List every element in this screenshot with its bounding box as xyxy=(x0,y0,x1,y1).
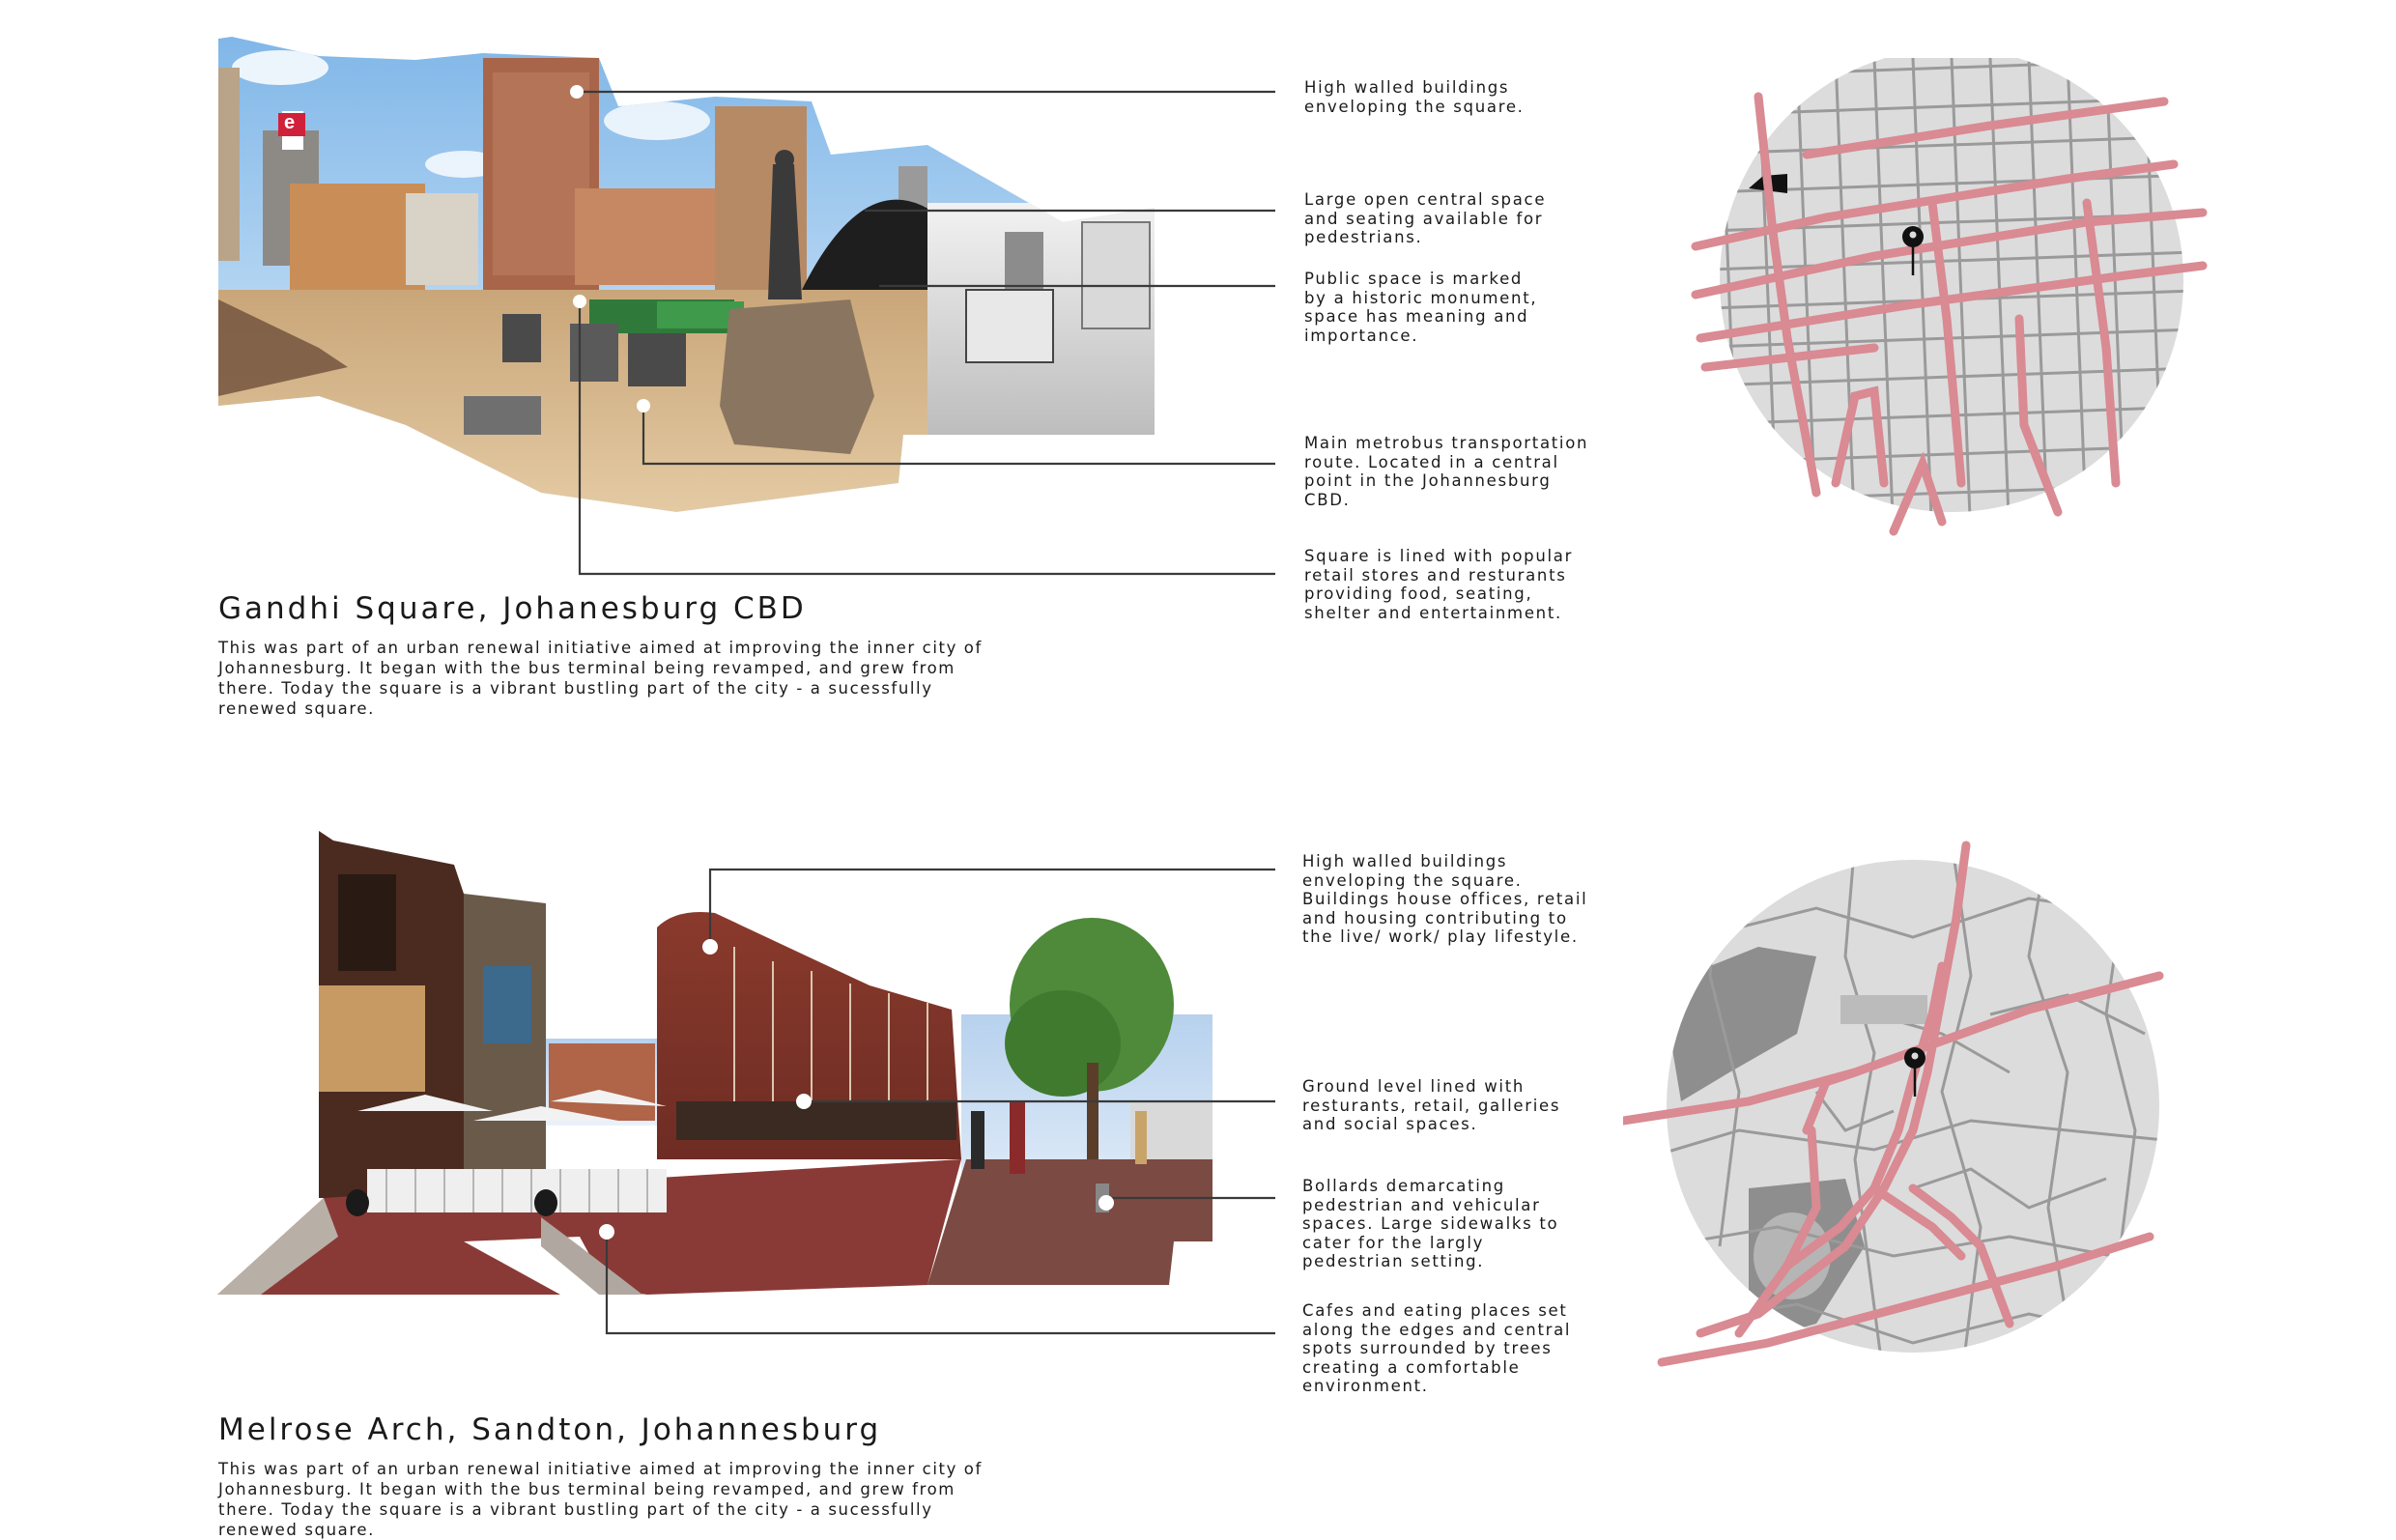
leader-line-4 xyxy=(642,406,1275,466)
section-title: Gandhi Square, Johanesburg CBD xyxy=(218,591,807,626)
melrose-arch-location-map xyxy=(1623,841,2164,1367)
leader-line-3 xyxy=(1104,1196,1275,1203)
gandhi-square-location-map xyxy=(1691,58,2208,536)
leader-line-4 xyxy=(605,1232,1275,1335)
leader-line-5 xyxy=(578,301,1275,576)
section-description: This was part of an urban renewal initia… xyxy=(218,1460,983,1539)
section-title: Melrose Arch, Sandton, Johannesburg xyxy=(218,1412,882,1447)
location-pin-icon xyxy=(1904,1047,1925,1097)
section-description: This was part of an urban renewal initia… xyxy=(218,639,983,718)
location-pin-icon xyxy=(1902,226,1924,275)
building-sign: e xyxy=(284,112,296,133)
leader-line-1 xyxy=(708,868,1275,947)
